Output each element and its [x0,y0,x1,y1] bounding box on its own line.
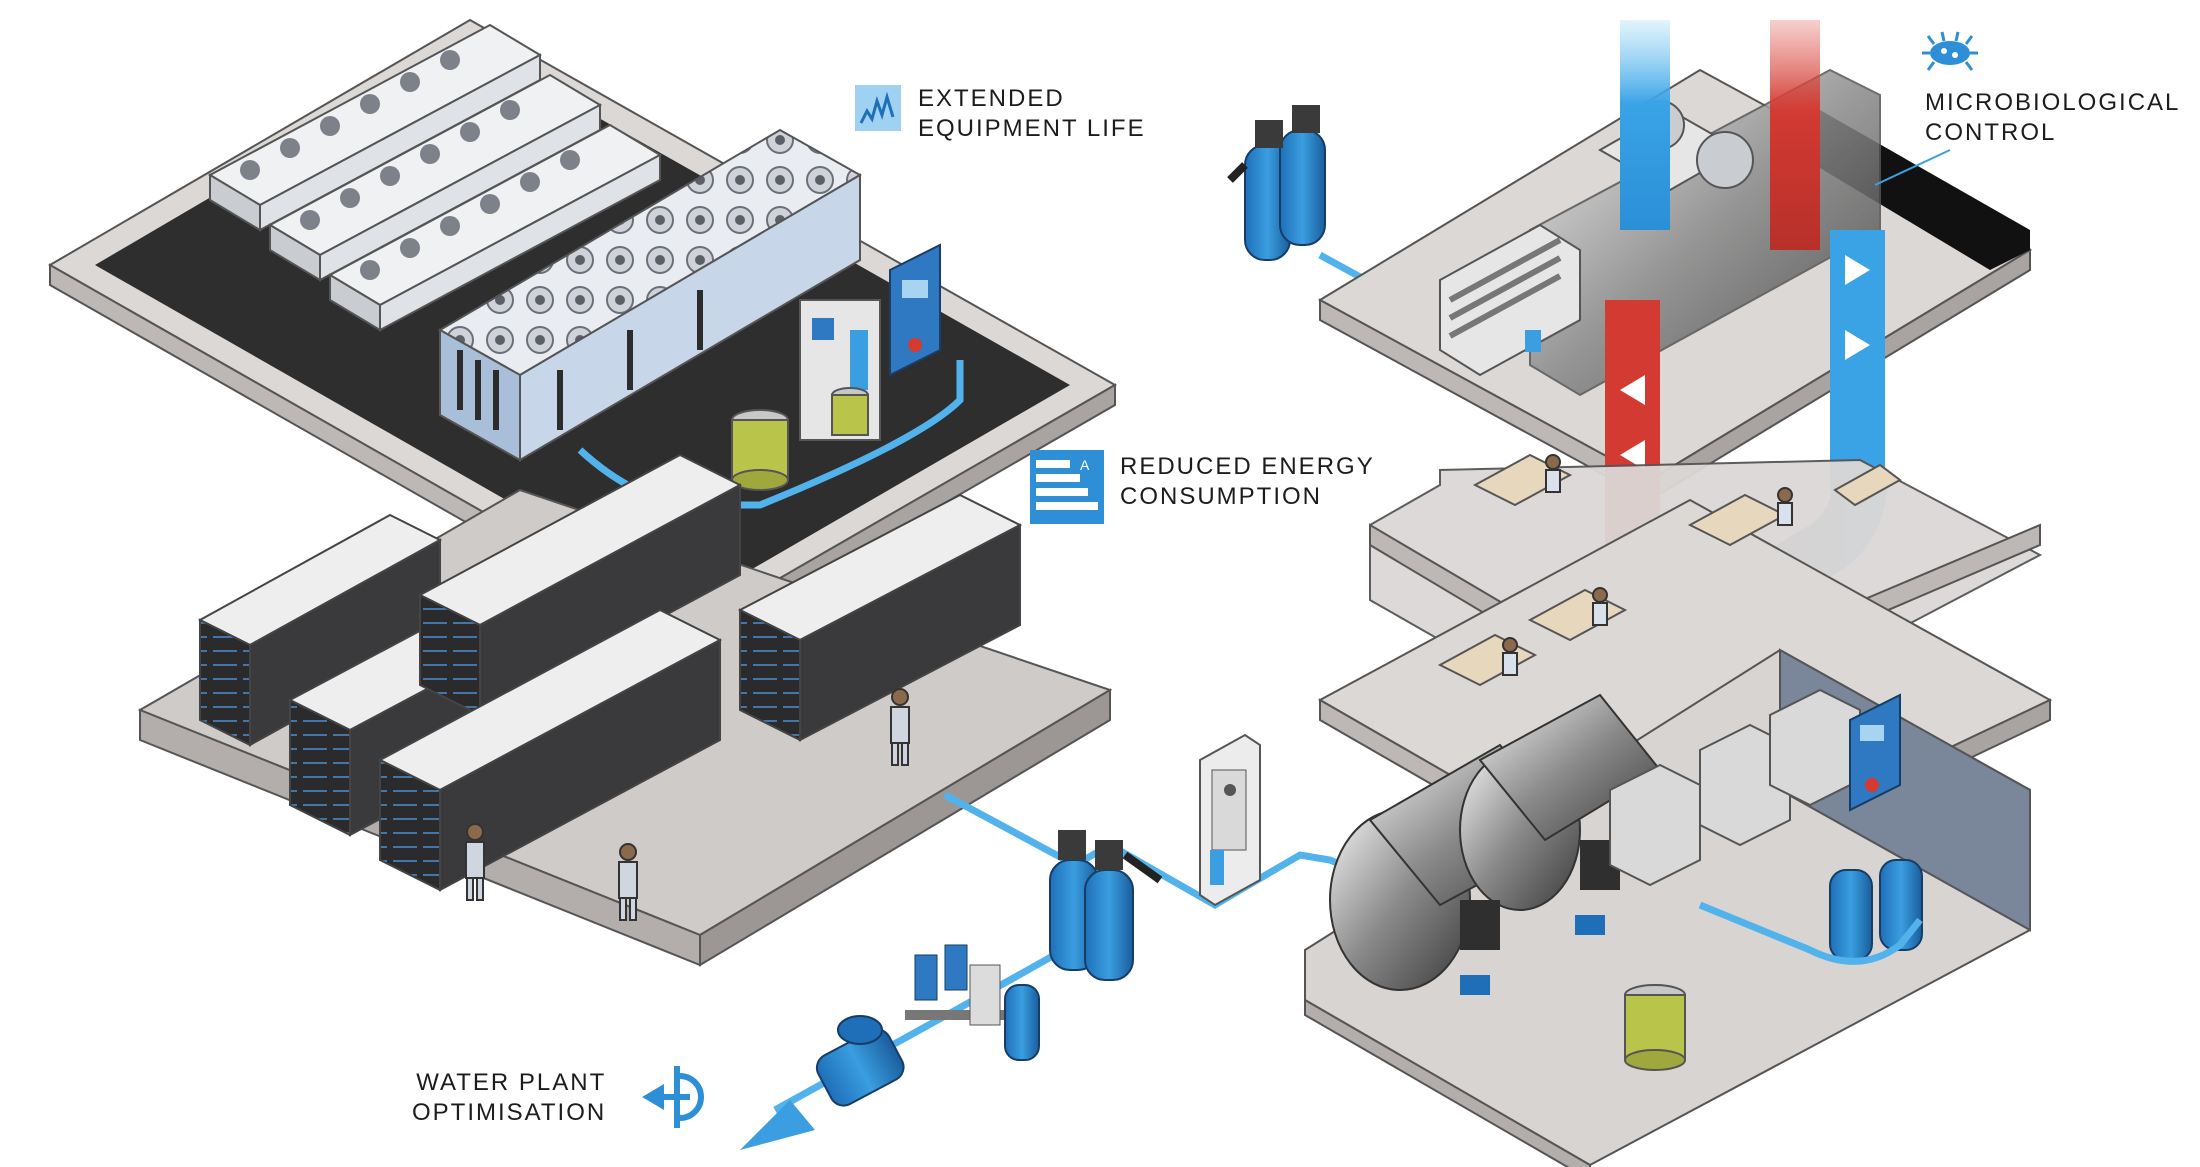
water-plant-optimisation-label: WATER PLANT OPTIMISATION [412,1068,606,1128]
water-plant-line1: WATER PLANT [416,1069,607,1096]
chart-spike-icon [855,85,901,131]
filtration-skid [1199,733,1261,907]
microbe-icon [1920,30,1980,76]
dosing-skid [731,243,941,491]
extended-life-line2: EQUIPMENT LIFE [918,115,1146,142]
microbio-line2: CONTROL [1925,119,2057,146]
boilers [1329,693,1662,995]
water-plant-line2: OPTIMISATION [412,1099,607,1126]
flow-meter [740,1015,905,1150]
microbio-line1: MICROBIOLOGICAL [1925,89,2181,116]
server-racks [197,453,1023,892]
boiler-room-pipe [1698,901,1923,965]
microbiological-control-label: MICROBIOLOGICAL CONTROL [1925,88,2180,148]
booster-pump-set [905,944,1040,1061]
energy-rating-icon: A [1030,450,1104,524]
microbio-leader-line [1874,149,1951,186]
flow-target-icon [640,1062,710,1132]
softener-vessels-upper [1227,105,1326,261]
office-workers [1502,454,1793,676]
reduced-energy-line2: CONSUMPTION [1120,483,1322,510]
dry-cooler-units [207,23,663,332]
heat-exchanger-units [1609,688,1861,887]
water-softener-vessels [1049,830,1163,981]
extended-equipment-life-label: EXTENDED EQUIPMENT LIFE [918,84,1146,144]
chiller-units [437,128,863,462]
technician-figures [465,688,910,921]
energy-rating-letter: A [1080,457,1090,473]
reverse-osmosis-unit [1439,223,1581,377]
reduced-energy-label: REDUCED ENERGY CONSUMPTION [1120,452,1375,512]
reduced-energy-line1: REDUCED ENERGY [1120,453,1375,480]
extended-life-line1: EXTENDED [918,85,1065,112]
